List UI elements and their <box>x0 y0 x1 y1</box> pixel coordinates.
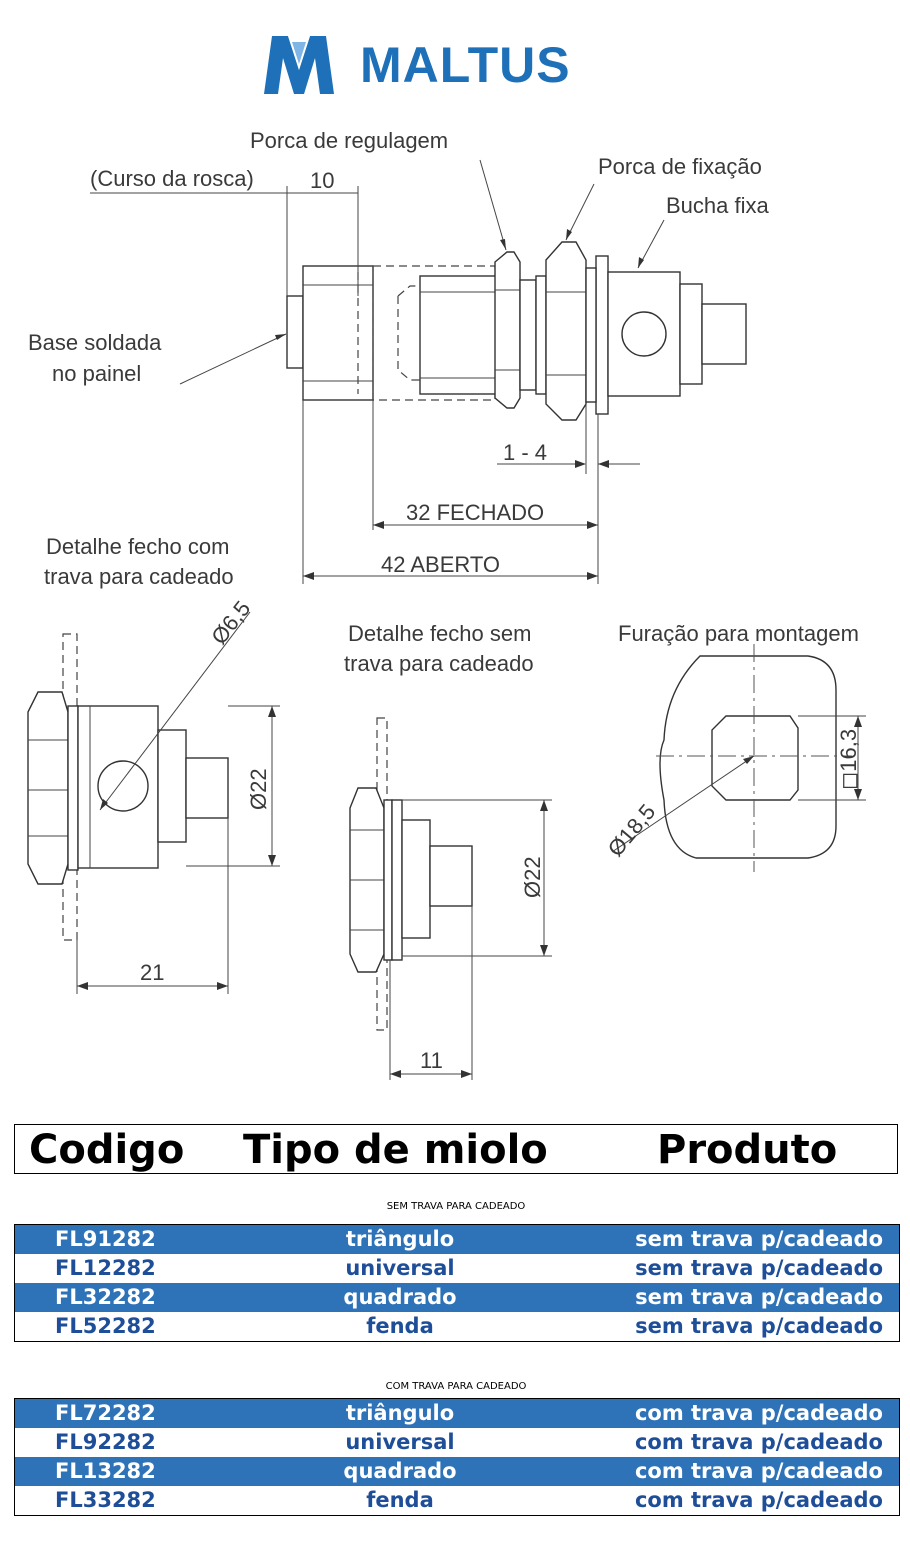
cell-produto: sem trava p/cadeado <box>635 1256 883 1280</box>
label-detalhe-sem-1: Detalhe fecho sem <box>348 621 531 646</box>
cell-produto: com trava p/cadeado <box>634 1430 883 1454</box>
label-curso-rosca: (Curso da rosca) <box>90 166 254 191</box>
cell-codigo: FL72282 <box>55 1401 156 1425</box>
section-caption-sem-trava: SEM TRAVA PARA CADEADO <box>386 1201 526 1212</box>
dim-16-3: ◻16,3 <box>836 729 861 790</box>
dim-18-5: Ø18,5 <box>603 799 661 861</box>
cell-codigo: FL52282 <box>55 1314 156 1338</box>
table-row: FL52282 fenda sem trava p/cadeado <box>15 1312 899 1341</box>
cell-codigo: FL92282 <box>55 1430 156 1454</box>
cell-produto: com trava p/cadeado <box>634 1459 883 1483</box>
table-row: FL33282 fenda com trava p/cadeado <box>15 1486 899 1515</box>
cell-tipo: triângulo <box>345 1227 455 1251</box>
cell-codigo: FL12282 <box>55 1256 156 1280</box>
cell-tipo: quadrado <box>343 1459 457 1483</box>
detail-with-padlock-view: Detalhe fecho com trava para cadeado Ø6,… <box>27 534 280 994</box>
label-bucha-fixa: Bucha fixa <box>666 193 769 218</box>
mounting-hole-view: Furação para montagem ◻16,3 Ø18,5 <box>603 621 866 872</box>
cell-produto: sem trava p/cadeado <box>635 1227 883 1251</box>
maltus-m-logo-icon <box>258 28 340 100</box>
cell-tipo: universal <box>345 1256 455 1280</box>
label-detalhe-com-1: Detalhe fecho com <box>46 534 229 559</box>
table-row: FL12282 universal sem trava p/cadeado <box>15 1254 899 1283</box>
detail-without-padlock-view: Detalhe fecho sem trava para cadeado Ø22… <box>344 621 552 1080</box>
product-table-sem-trava: FL91282 triângulo sem trava p/cadeado FL… <box>14 1224 900 1342</box>
dim-11: 11 <box>420 1048 443 1073</box>
cell-tipo: universal <box>345 1430 455 1454</box>
label-furacao: Furação para montagem <box>618 621 859 646</box>
dim-42-aberto: 42 ABERTO <box>381 552 500 577</box>
table-row: FL72282 triângulo com trava p/cadeado <box>15 1399 899 1428</box>
dim-10: 10 <box>310 168 334 193</box>
label-base-soldada-2: no painel <box>52 361 141 386</box>
label-detalhe-com-2: trava para cadeado <box>44 564 234 589</box>
technical-drawing: Porca de regulagem Porca de fixação Buch… <box>27 128 866 1080</box>
cell-produto: sem trava p/cadeado <box>635 1314 883 1338</box>
table-row: FL32282 quadrado sem trava p/cadeado <box>15 1283 899 1312</box>
dim-32-fechado: 32 FECHADO <box>406 500 544 525</box>
section-caption-com-trava: COM TRAVA PARA CADEADO <box>385 1381 527 1392</box>
cell-tipo: fenda <box>366 1488 434 1512</box>
table-row: FL13282 quadrado com trava p/cadeado <box>15 1457 899 1486</box>
product-table-header: Codigo Tipo de miolo Produto <box>14 1124 898 1174</box>
dim-22-a: Ø22 <box>246 768 271 810</box>
brand-name: MALTUS <box>360 37 571 93</box>
label-porca-regulagem: Porca de regulagem <box>250 128 448 153</box>
cell-tipo: quadrado <box>343 1285 457 1309</box>
table-row: FL91282 triângulo sem trava p/cadeado <box>15 1225 899 1254</box>
header-produto: Produto <box>657 1127 838 1173</box>
header-codigo: Codigo <box>29 1127 185 1173</box>
cell-produto: com trava p/cadeado <box>634 1401 883 1425</box>
dim-21: 21 <box>140 960 164 985</box>
cell-codigo: FL32282 <box>55 1285 156 1309</box>
cell-produto: sem trava p/cadeado <box>635 1285 883 1309</box>
dim-6-5: Ø6,5 <box>206 596 255 649</box>
dim-22-b: Ø22 <box>520 856 545 898</box>
label-base-soldada-1: Base soldada <box>28 330 162 355</box>
cell-produto: com trava p/cadeado <box>634 1488 883 1512</box>
label-detalhe-sem-2: trava para cadeado <box>344 651 534 676</box>
product-table-com-trava: FL72282 triângulo com trava p/cadeado FL… <box>14 1398 900 1516</box>
cell-codigo: FL91282 <box>55 1227 156 1251</box>
cell-tipo: triângulo <box>345 1401 455 1425</box>
cell-codigo: FL33282 <box>55 1488 156 1512</box>
maltus-logo: MALTUS <box>258 28 571 100</box>
cell-codigo: FL13282 <box>55 1459 156 1483</box>
label-porca-fixacao: Porca de fixação <box>598 154 762 179</box>
cell-tipo: fenda <box>366 1314 434 1338</box>
dim-1-4: 1 - 4 <box>503 440 547 465</box>
table-row: FL92282 universal com trava p/cadeado <box>15 1428 899 1457</box>
main-side-view: Porca de regulagem Porca de fixação Buch… <box>28 128 769 584</box>
header-tipo-de-miolo: Tipo de miolo <box>243 1127 548 1173</box>
